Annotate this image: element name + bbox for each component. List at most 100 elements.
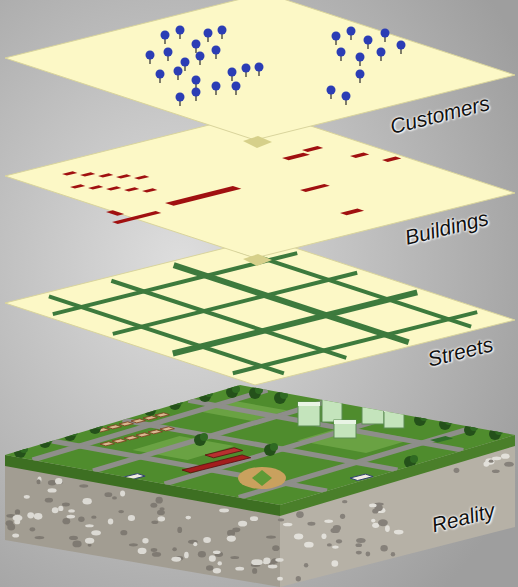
gravel bbox=[296, 511, 304, 518]
gravel bbox=[230, 556, 239, 559]
gravel bbox=[45, 498, 53, 503]
building-footprint bbox=[62, 171, 77, 175]
customer-pin bbox=[377, 48, 386, 57]
building-footprint bbox=[282, 153, 310, 161]
gravel bbox=[91, 530, 101, 535]
customer-pin bbox=[174, 67, 183, 76]
layer-label: Streets bbox=[425, 333, 495, 372]
street bbox=[53, 253, 297, 314]
gravel bbox=[272, 545, 279, 551]
gravel bbox=[48, 480, 56, 486]
gravel bbox=[85, 524, 94, 527]
infield bbox=[252, 470, 272, 486]
tree bbox=[495, 427, 503, 435]
gravel bbox=[128, 515, 135, 521]
gravel bbox=[62, 502, 70, 506]
tree bbox=[150, 403, 158, 411]
gravel bbox=[209, 555, 216, 561]
building-footprint bbox=[106, 186, 121, 190]
gravel bbox=[217, 561, 222, 565]
layer-label: Buildings bbox=[403, 206, 491, 249]
gravel bbox=[385, 525, 390, 532]
gravel bbox=[366, 552, 371, 557]
tree bbox=[20, 445, 28, 453]
gravel bbox=[177, 527, 182, 533]
customer-pin bbox=[356, 70, 365, 79]
gravel bbox=[355, 543, 362, 547]
row-house bbox=[143, 416, 157, 420]
apartment-block bbox=[334, 420, 356, 438]
gravel bbox=[152, 552, 161, 557]
gravel bbox=[304, 542, 314, 548]
gravel bbox=[151, 548, 158, 552]
row-house bbox=[155, 413, 169, 417]
tree bbox=[445, 417, 453, 425]
street bbox=[49, 296, 284, 373]
gravel bbox=[68, 509, 75, 512]
barn bbox=[205, 448, 243, 458]
gravel bbox=[255, 560, 262, 566]
gravel bbox=[485, 458, 494, 464]
tree bbox=[232, 385, 240, 393]
street-lines bbox=[49, 250, 477, 374]
gravel bbox=[156, 497, 163, 504]
gravel bbox=[88, 543, 92, 547]
ball-field bbox=[238, 467, 286, 489]
gravel bbox=[151, 520, 158, 523]
gravel bbox=[332, 545, 339, 548]
apartment-block bbox=[298, 402, 320, 426]
gravel bbox=[504, 462, 514, 467]
gravel bbox=[91, 516, 96, 519]
tree bbox=[95, 421, 103, 429]
gravel bbox=[394, 530, 404, 535]
rocks bbox=[6, 453, 514, 581]
gravel bbox=[213, 568, 221, 573]
apartment-block bbox=[384, 408, 404, 428]
apartment-roof bbox=[362, 396, 384, 400]
gravel bbox=[108, 519, 113, 525]
tree bbox=[410, 455, 418, 463]
gravel bbox=[185, 516, 191, 520]
building-footprint bbox=[340, 209, 364, 216]
building-footprint bbox=[80, 172, 95, 176]
row-house bbox=[119, 422, 133, 426]
customers-layer bbox=[5, 0, 515, 140]
apartment-roof bbox=[322, 392, 342, 396]
row-house bbox=[160, 427, 174, 431]
gravel bbox=[391, 552, 395, 557]
gravel bbox=[129, 543, 138, 546]
building-footprint bbox=[350, 153, 369, 158]
gravel bbox=[324, 520, 333, 523]
street bbox=[113, 273, 357, 334]
gravel bbox=[30, 527, 36, 531]
tree bbox=[70, 428, 78, 436]
gravel bbox=[83, 499, 91, 504]
gravel bbox=[278, 518, 284, 521]
tree bbox=[205, 389, 213, 397]
customer-pin bbox=[228, 68, 237, 77]
customer-pin bbox=[212, 82, 221, 91]
customer-pin bbox=[342, 92, 351, 101]
building-footprint bbox=[382, 157, 401, 162]
customer-pin bbox=[161, 31, 170, 40]
gravel bbox=[15, 509, 20, 514]
green-roof bbox=[430, 436, 453, 442]
row-house bbox=[148, 430, 162, 434]
row-house bbox=[131, 419, 145, 423]
gravel bbox=[83, 498, 92, 504]
gravel bbox=[157, 510, 165, 515]
gravel bbox=[58, 506, 63, 511]
gravel bbox=[304, 563, 308, 568]
gravel bbox=[198, 551, 206, 557]
gravel bbox=[331, 560, 338, 566]
customer-pin bbox=[176, 93, 185, 102]
gravel bbox=[250, 516, 258, 521]
row-house bbox=[107, 425, 121, 429]
customer-pin bbox=[192, 40, 201, 49]
gravel bbox=[294, 534, 303, 540]
customer-pin bbox=[181, 58, 190, 67]
row-house bbox=[124, 436, 138, 440]
building-footprint bbox=[116, 174, 131, 178]
customer-pin bbox=[381, 29, 390, 38]
